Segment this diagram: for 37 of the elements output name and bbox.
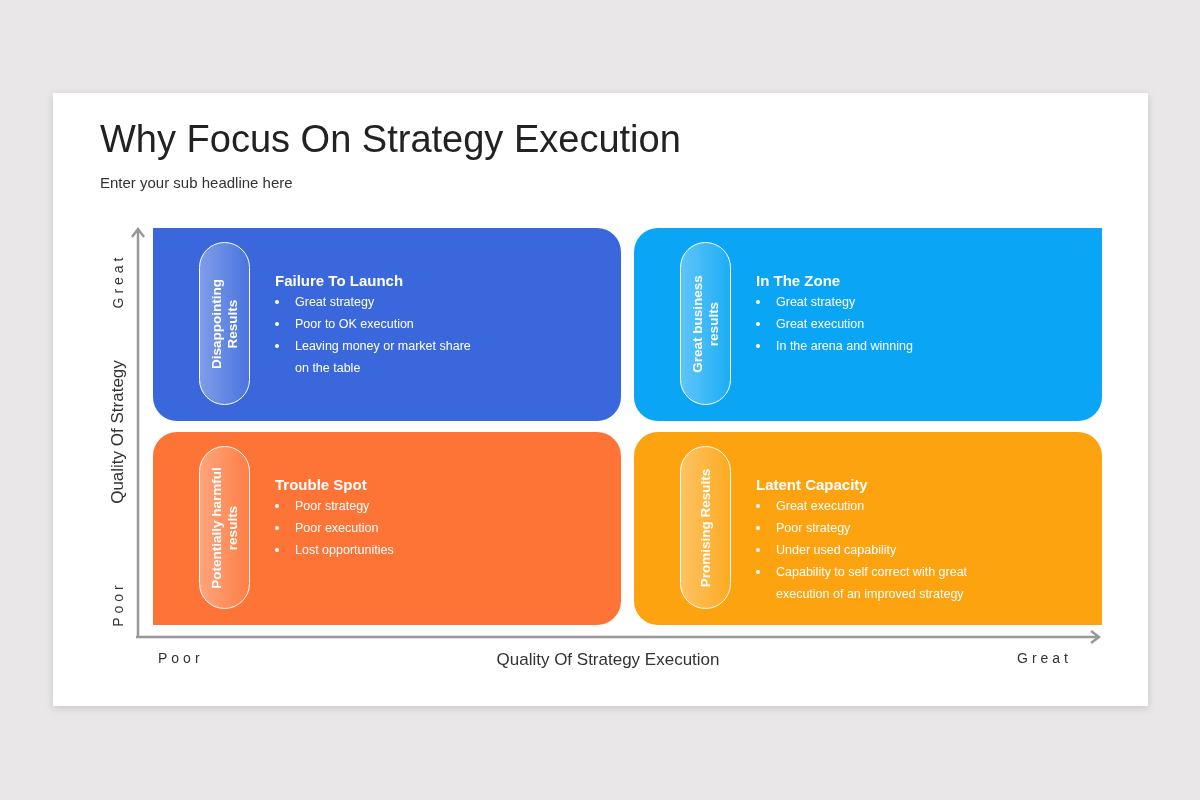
bullet-text: Great execution [776,498,866,515]
bullet-text: Great execution [776,316,866,333]
quadrant-panel [153,228,621,421]
bullet-text: Poor strategy [295,498,371,515]
bullet-text: Lost opportunities [295,542,395,559]
bullet-text: Under used capability [776,542,898,559]
subheadline: Enter your sub headline here [100,174,293,191]
bullet-text: Poor strategy [776,520,852,537]
axis-end-label: Poor [110,581,126,627]
quadrant-heading: In The Zone [756,272,841,289]
rounded-pill [680,242,731,405]
bullet-text: Poor execution [295,520,380,537]
quadrant-heading: Trouble Spot [275,476,367,493]
pill-label: Disappointing Results [208,277,241,371]
bullet-text: Capability to self correct with great execution of an improved strategy [776,564,969,603]
slide-title: Why Focus On Strategy Execution [100,118,681,161]
bullet-text: Poor to OK execution [295,316,415,333]
pill-label: Great business results [689,273,722,375]
pill-label: Potentially harmful results [208,465,241,591]
axis-end-label: Poor [158,650,204,666]
axis-title: Quality Of Strategy [108,360,128,504]
axis-title: Quality Of Strategy Execution [496,650,720,670]
axis-end-label: Great [110,253,126,309]
rounded-pill [199,446,250,609]
quadrant-panel [153,432,621,625]
rounded-pill [680,446,731,609]
pill-label: Promising Results [697,467,714,589]
rounded-pill [199,242,250,405]
bullet-text: In the arena and winning [776,338,914,355]
quadrant-panel [634,228,1102,421]
bullet-text: Great strategy [776,294,857,311]
quadrant-heading: Latent Capacity [756,476,868,493]
bullet-text: Leaving money or market share on the table [295,338,472,377]
quadrant-panel [634,432,1102,625]
quadrant-heading: Failure To Launch [275,272,404,289]
bullet-text: Great strategy [295,294,376,311]
axis-end-label: Great [1017,650,1072,666]
